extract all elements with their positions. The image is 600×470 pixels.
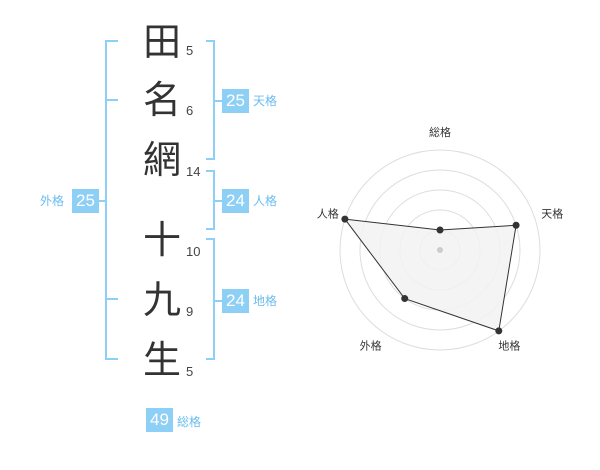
radar-grid-ring — [359, 169, 521, 331]
name-char-6: 生 — [142, 338, 181, 382]
soukaku-label: 総格 — [177, 415, 202, 429]
chikaku-bracket — [206, 238, 215, 360]
stroke-count-5: 9 — [186, 304, 194, 319]
name-char-1: 田 — [142, 20, 181, 64]
radar-point-2 — [512, 221, 520, 229]
jinkaku-label: 人格 — [253, 194, 278, 208]
stroke-count-4: 10 — [186, 244, 201, 259]
radar-axis-label-3: 地格 — [498, 338, 520, 352]
chikaku-label: 地格 — [253, 294, 278, 308]
radar-center — [437, 247, 443, 253]
stroke-count-6: 5 — [186, 364, 194, 379]
radar-axis-label-4: 外格 — [360, 338, 382, 352]
name-char-4: 十 — [142, 218, 181, 262]
radar-grid-ring — [339, 149, 541, 351]
radar-point-5 — [341, 215, 349, 223]
stroke-count-2: 6 — [186, 103, 194, 118]
stroke-count-1: 5 — [186, 43, 194, 58]
name-char-5: 九 — [142, 278, 181, 322]
radar-axis-label-1: 総格 — [429, 125, 451, 139]
gaikaku-label: 外格 — [40, 194, 65, 208]
soukaku-value: 49 — [146, 408, 173, 432]
outer-bracket — [105, 40, 118, 360]
radar-axis-label-5: 人格 — [317, 207, 339, 221]
tenkaku-bracket — [206, 40, 215, 160]
radar-axis-label-2: 天格 — [541, 207, 563, 221]
tenkaku-label: 天格 — [253, 94, 278, 108]
stroke-count-3: 14 — [186, 164, 201, 179]
radar-point-3 — [495, 327, 503, 335]
jinkaku-bracket — [206, 170, 215, 230]
jinkaku-value: 24 — [222, 189, 249, 213]
radar-point-4 — [401, 295, 409, 303]
name-char-2: 名 — [142, 78, 181, 122]
tenkaku-value: 25 — [222, 89, 249, 113]
name-char-3: 網 — [142, 138, 181, 182]
chikaku-value: 24 — [222, 289, 249, 313]
radar-area — [343, 218, 517, 332]
radar-point-1 — [436, 226, 444, 234]
gaikaku-value: 25 — [72, 189, 99, 213]
